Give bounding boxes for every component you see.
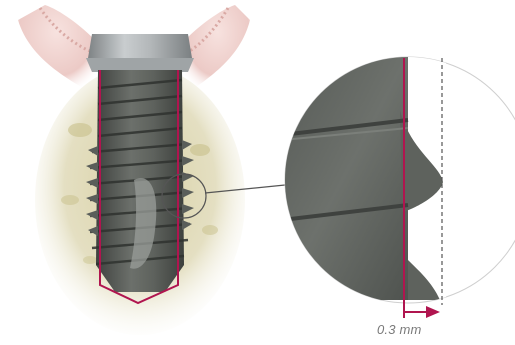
abutment-collar — [88, 34, 192, 58]
zoom-detail — [280, 55, 515, 305]
measurement-label: 0.3 mm — [377, 322, 457, 337]
